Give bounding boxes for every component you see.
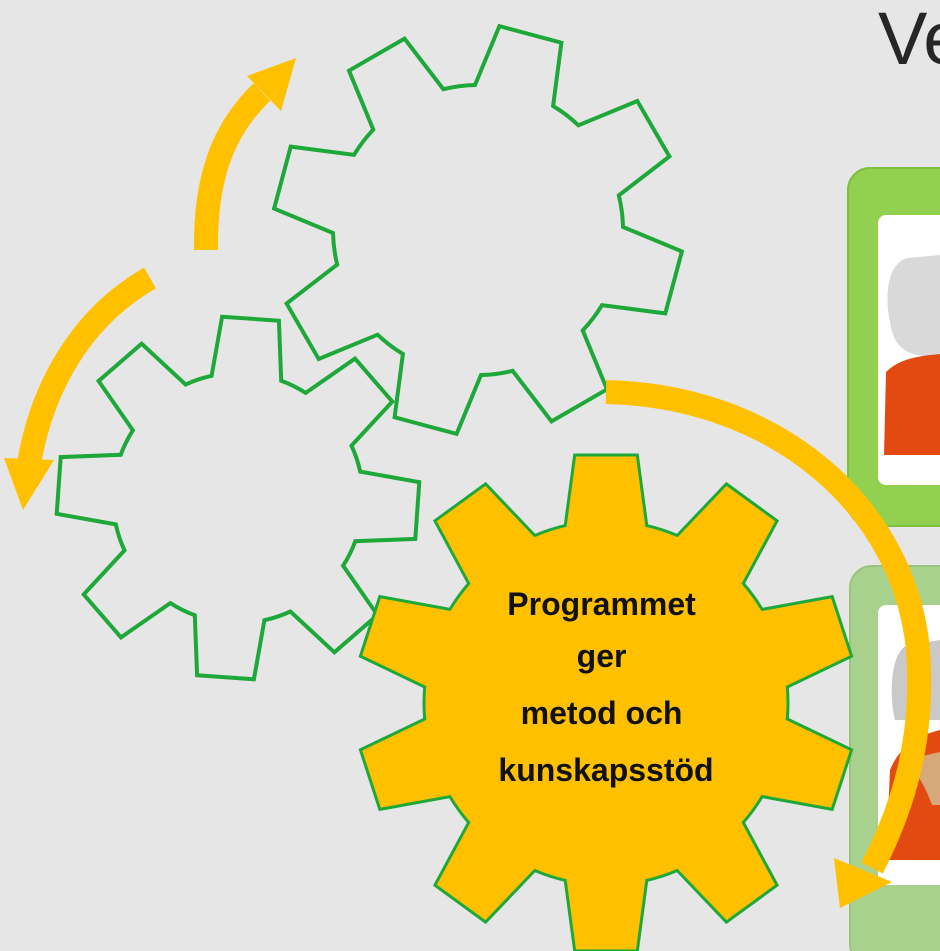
label-line-1: Programmet	[507, 586, 696, 622]
label-line-2: ger	[577, 638, 627, 674]
arrow-left-curve	[4, 267, 157, 510]
arrow-up-curve	[193, 58, 296, 251]
left-gear	[54, 314, 422, 682]
arrowhead	[247, 58, 296, 111]
arrow-right-curve	[605, 380, 932, 908]
gear-shape	[271, 23, 685, 437]
top-gear	[271, 23, 685, 437]
curved-arrow-icon	[605, 380, 932, 874]
arrowhead	[4, 458, 54, 510]
main-gear-label: Programmet ger metod och kunskapsstöd	[498, 586, 713, 788]
curved-arrow-icon	[16, 267, 157, 472]
gear-shape	[358, 453, 854, 951]
curved-arrow-icon	[193, 83, 271, 251]
arrowhead	[834, 858, 892, 908]
main-gear	[358, 453, 854, 951]
slide-title: Ve	[878, 0, 940, 80]
gear-shape	[54, 314, 422, 682]
person-avatar-icon	[884, 255, 940, 455]
label-line-3: metod och	[521, 695, 683, 731]
person-card-1	[847, 167, 940, 527]
label-line-4: kunskapsstöd	[498, 752, 713, 788]
